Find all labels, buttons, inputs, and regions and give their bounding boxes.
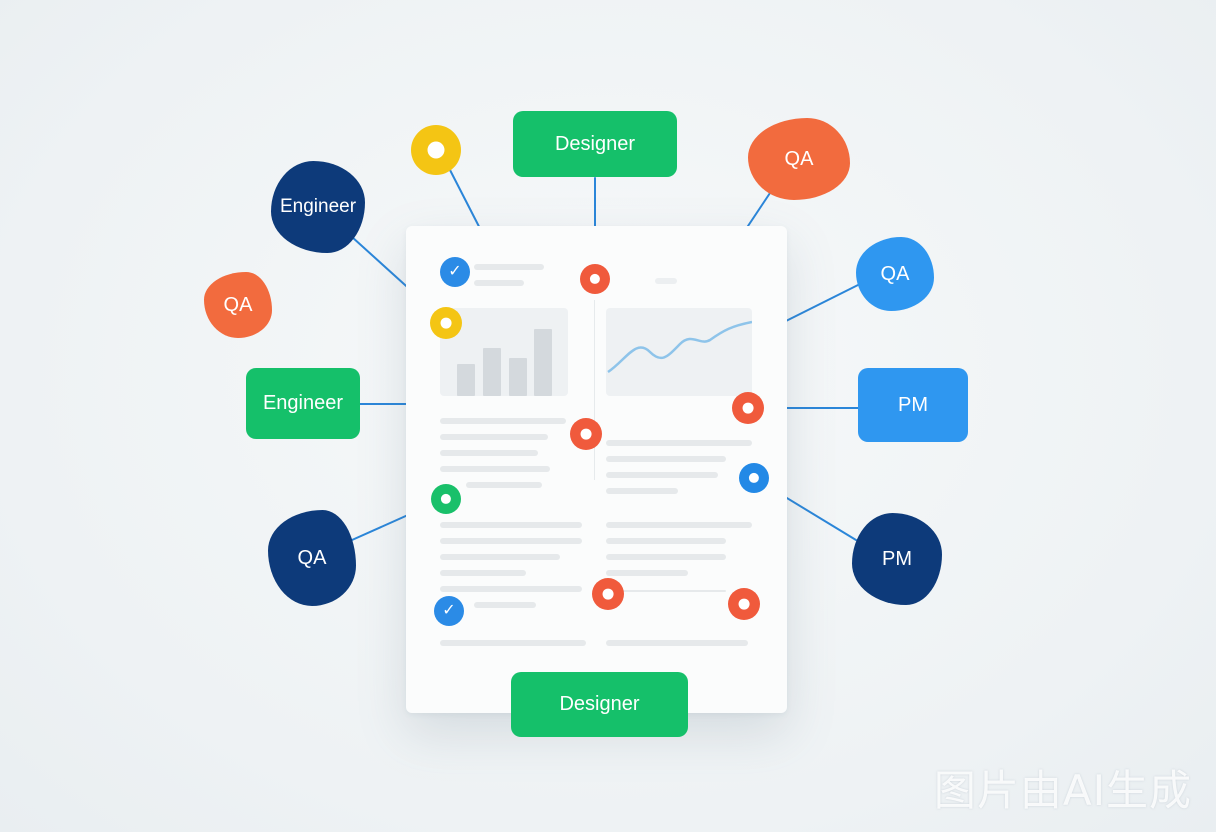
placeholder-line xyxy=(606,440,752,446)
placeholder-line xyxy=(440,586,582,592)
checkmark-icon: ✓ xyxy=(440,257,470,287)
role-tag-label: Designer xyxy=(554,132,636,155)
bar-chart-bar xyxy=(509,358,527,396)
role-tag-engineer-left: Engineer xyxy=(246,368,360,439)
placeholder-line xyxy=(606,554,726,560)
placeholder-line xyxy=(606,456,726,462)
placeholder-line xyxy=(440,522,582,528)
role-tag-pm-right: PM xyxy=(858,368,968,442)
placeholder-line xyxy=(440,640,586,646)
role-tag-designer-top: Designer xyxy=(513,111,677,177)
placeholder-line xyxy=(474,280,524,286)
role-tag-label: QA xyxy=(223,293,253,316)
role-tag-engineer-top-left: Engineer xyxy=(271,161,365,253)
role-tag-label: PM xyxy=(882,547,912,570)
role-tag-qa-top-right: QA xyxy=(748,118,850,200)
role-tag-label: Engineer xyxy=(262,392,344,414)
checkmark-icon: ✓ xyxy=(434,596,464,626)
bar-chart-bar xyxy=(534,329,552,396)
role-tag-label: PM xyxy=(898,393,928,416)
role-tag-qa-right: QA xyxy=(856,237,934,311)
marker-dot-yellow xyxy=(411,125,461,175)
role-tag-label: QA xyxy=(880,262,910,285)
placeholder-line xyxy=(606,538,726,544)
placeholder-line xyxy=(606,488,678,494)
role-tag-designer-bottom: Designer xyxy=(511,672,688,737)
bar-chart-bar xyxy=(483,348,501,396)
document-column-divider xyxy=(594,300,595,480)
placeholder-line xyxy=(440,554,560,560)
role-tag-label: QA xyxy=(297,546,327,569)
placeholder-line xyxy=(606,570,688,576)
role-tag-label: QA xyxy=(784,147,814,170)
line-chart-panel xyxy=(606,308,753,396)
marker-dot-green xyxy=(431,484,461,514)
marker-dot-red xyxy=(592,578,624,610)
ai-generated-watermark: 图片由AI生成 xyxy=(933,766,1192,815)
placeholder-line xyxy=(606,472,718,478)
marker-dot-red xyxy=(570,418,602,450)
placeholder-line xyxy=(440,466,550,472)
marker-dot-blue xyxy=(739,463,769,493)
role-tag-label: Engineer xyxy=(279,196,357,217)
placeholder-line xyxy=(606,522,752,528)
placeholder-line xyxy=(440,418,566,424)
placeholder-line xyxy=(474,264,544,270)
placeholder-line xyxy=(606,640,748,646)
placeholder-line xyxy=(440,570,526,576)
placeholder-line xyxy=(440,434,548,440)
bar-chart-bar xyxy=(457,364,475,396)
placeholder-line xyxy=(622,590,726,592)
placeholder-line xyxy=(474,602,536,608)
placeholder-line xyxy=(655,278,677,284)
role-tag-qa-left: QA xyxy=(204,272,272,338)
marker-dot-yellow xyxy=(430,307,462,339)
marker-dot-red xyxy=(728,588,760,620)
placeholder-line xyxy=(440,538,582,544)
placeholder-line xyxy=(440,450,538,456)
marker-dot-red xyxy=(580,264,610,294)
placeholder-line xyxy=(466,482,542,488)
marker-dot-red xyxy=(732,392,764,424)
line-chart-curve xyxy=(607,320,753,374)
role-tag-qa-bottom-left: QA xyxy=(268,510,356,606)
role-tag-pm-bottom-right: PM xyxy=(852,513,942,605)
role-tag-label: Designer xyxy=(559,693,640,715)
